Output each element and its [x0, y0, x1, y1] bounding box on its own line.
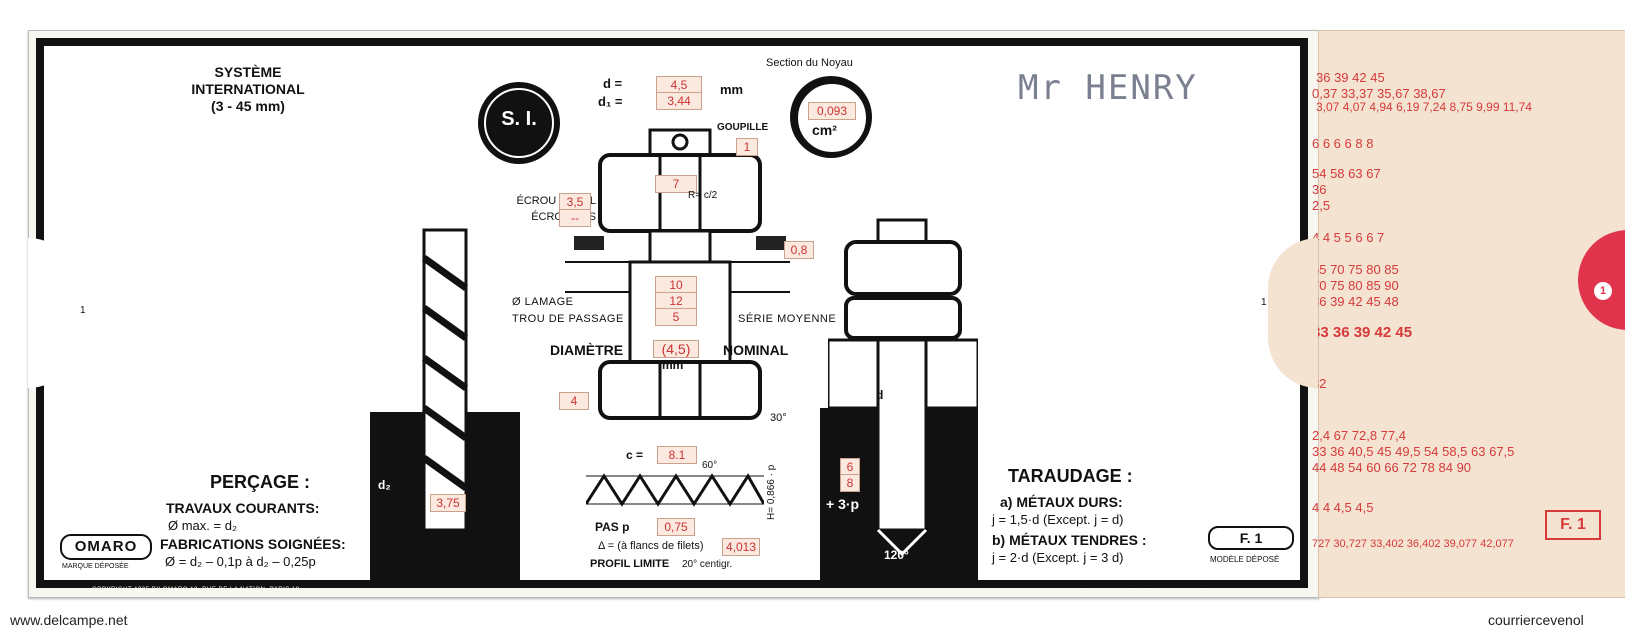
nut-width-value: 7 [655, 175, 697, 193]
slider-row: 44 48 54 60 66 72 78 84 90 [1312, 460, 1472, 475]
thumb-notch-left[interactable] [28, 238, 80, 388]
travaux-courants: TRAVAUX COURANTS: [166, 500, 320, 516]
travaux-formula: Ø max. = d₂ [168, 518, 237, 533]
section-label: Section du Noyau [766, 57, 853, 69]
brand-sub: MARQUE DÉPOSÉE [62, 563, 129, 570]
slider-row: 3,07 4,07 4,94 6,19 7,24 8,75 9,99 11,74 [1316, 100, 1532, 114]
profil-temp: 20° centigr. [682, 559, 733, 570]
thumb-notch-right[interactable] [1268, 238, 1318, 388]
slider-row: 0,37 33,37 35,67 38,67 [1312, 86, 1446, 101]
d-value: 4,5 [656, 76, 702, 94]
watermark-left: www.delcampe.net [10, 612, 128, 628]
nominal-label: NOMINAL [723, 342, 789, 358]
bolt-head [598, 360, 762, 420]
section-value: 0,093 [808, 102, 856, 120]
thread-angle: 60° [702, 460, 718, 471]
slider-row: 4 4 5 5 6 6 7 [1312, 230, 1385, 245]
owner-stamp: Mr HENRY [1018, 68, 1198, 108]
metaux-durs-formula: j = 1,5·d (Except. j = d) [992, 512, 1124, 527]
watermark-right: courriercevenol [1488, 612, 1584, 628]
slider-row: 33 36 40,5 45 49,5 54 58,5 63 67,5 [1312, 444, 1515, 459]
index-mark-right: 1 [1261, 297, 1267, 308]
washer-left [574, 236, 604, 250]
nominal-value: (4,5) [653, 340, 699, 358]
slider-row: 2,4 67 72,8 77,4 [1312, 428, 1406, 443]
trou-passage-label: TROU DE PASSAGE [512, 313, 624, 325]
pin-hole [671, 133, 689, 151]
slider-row: 6 6 6 6 8 8 [1312, 136, 1374, 151]
system-title-line-1: SYSTÈME [214, 64, 282, 80]
fabrications-formula: Ø = d₂ – 0,1p à d₂ – 0,25p [165, 554, 316, 569]
c-value: 8.1 [657, 446, 697, 464]
drill-bit [421, 228, 469, 532]
copyright: COPYRIGHT 1935 BY OMARO 13, RUE DE LA NA… [92, 587, 300, 593]
delta-value: 4,013 [722, 538, 760, 556]
ecrou-usuel-value: 3,5 [559, 193, 591, 211]
metaux-tendres-label: b) MÉTAUX TENDRES : [992, 532, 1147, 548]
ecrou-bas-value: -- [559, 209, 591, 227]
thread-profile [586, 473, 764, 507]
si-badge-ring [484, 88, 554, 158]
pas-label: PAS p [595, 520, 630, 534]
slider-row: 54 58 63 67 [1312, 166, 1381, 181]
d1-value: 3,44 [656, 92, 702, 110]
d2-value: 3,75 [430, 494, 466, 512]
thread-height-formula: H= 0,866 · p [766, 464, 777, 520]
tap-b-value: 8 [840, 474, 860, 492]
model-sub: MODÈLE DÉPOSÉ [1210, 555, 1280, 564]
slider-row: 727 30,727 33,402 36,402 39,077 42,077 [1312, 538, 1514, 550]
slider-row: 2,5 [1312, 198, 1331, 213]
tap-drawing [828, 218, 978, 557]
percage-title: PERÇAGE : [210, 472, 311, 492]
slider-row: 33 36 39 42 45 [1312, 324, 1413, 341]
section-unit: cm² [812, 122, 837, 138]
d-label: d = [603, 76, 623, 91]
tap-diameter-label: d [876, 388, 884, 402]
slider-index-label: 1 [1594, 282, 1612, 300]
radius-label: R= c/2 [688, 190, 718, 201]
serie-moyenne-value: 5 [655, 308, 697, 326]
delta-label: Δ = (à flancs de filets) [598, 540, 704, 552]
d1-label: d₁ = [598, 94, 623, 109]
profil-label: PROFIL LIMITE [590, 558, 670, 570]
washer-right [756, 236, 786, 250]
diametre-label: DIAMÈTRE [550, 342, 624, 358]
chamfer-angle: 30° [770, 412, 787, 424]
d-unit: mm [720, 82, 744, 97]
system-range: (3 - 45 mm) [211, 98, 285, 114]
slider-row: 36 [1312, 182, 1327, 197]
system-title-line-2: INTERNATIONAL [191, 81, 305, 97]
model-badge: F. 1 [1208, 526, 1294, 550]
slider-row: 36 39 42 45 48 [1312, 294, 1399, 309]
fabrications-label: FABRICATIONS SOIGNÉES: [160, 536, 346, 552]
si-badge-label: S. I. [501, 108, 537, 130]
lamage-label: Ø LAMAGE [512, 296, 574, 308]
reproduction-notice: REPRODUCTION, TRADUCTION ET ADAPTATION I… [1050, 581, 1252, 587]
washer-thickness-value: 0,8 [784, 241, 814, 259]
c-label: c = [626, 448, 644, 462]
pas-value: 0,75 [657, 518, 695, 536]
nominal-unit: mm [662, 358, 684, 372]
serie-moyenne-label: SÉRIE MOYENNE [738, 313, 837, 325]
slider-strip[interactable] [1318, 30, 1625, 598]
d2-label: d₂ [378, 478, 391, 492]
goupille-value: 1 [736, 138, 758, 156]
head-height-value: 4 [559, 392, 589, 410]
slider-row: 4 4 4,5 4,5 [1312, 500, 1374, 515]
metaux-tendres-formula: j = 2·d (Except. j = 3 d) [992, 550, 1124, 565]
tap-angle: 120° [884, 548, 909, 562]
tap-a-value: 6 [840, 458, 860, 476]
metaux-durs-label: a) MÉTAUX DURS: [1000, 494, 1123, 510]
brand-logo: OMARO [60, 534, 152, 560]
goupille-label: GOUPILLE [717, 122, 769, 133]
nut [598, 153, 762, 233]
slider-row: 36 39 42 45 [1316, 70, 1385, 85]
system-title: SYSTÈME INTERNATIONAL (3 - 45 mm) [178, 64, 318, 115]
index-mark-left: 1 [80, 305, 86, 316]
taraudage-title: TARAUDAGE : [1008, 466, 1133, 486]
slider-row: 70 75 80 85 90 [1312, 278, 1399, 293]
slider-model-badge: F. 1 [1545, 510, 1601, 540]
slider-row: 65 70 75 80 85 [1312, 262, 1399, 277]
tap-3p: + 3·p [826, 496, 860, 512]
